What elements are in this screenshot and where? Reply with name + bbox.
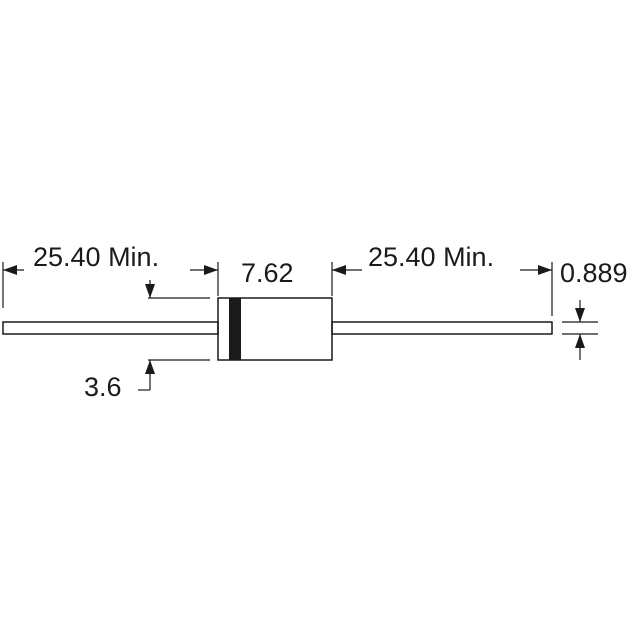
diode-body (217, 297, 333, 361)
left-lead-dimension: 25.40 Min. (2, 242, 219, 308)
right-lead-length-label: 25.40 Min. (368, 242, 494, 272)
body-diameter-dimension: 3.6 (84, 280, 210, 402)
right-lead-dimension: 25.40 Min. (331, 242, 553, 316)
lead-diameter-dimension: 0.889 (560, 258, 628, 360)
left-lead-length-label: 25.40 Min. (33, 242, 159, 272)
cathode-band (229, 298, 241, 360)
body-length-label: 7.62 (241, 258, 294, 288)
body-diameter-label: 3.6 (84, 372, 122, 402)
left-lead (2, 321, 219, 335)
lead-diameter-label: 0.889 (560, 258, 628, 288)
right-lead (331, 321, 553, 335)
